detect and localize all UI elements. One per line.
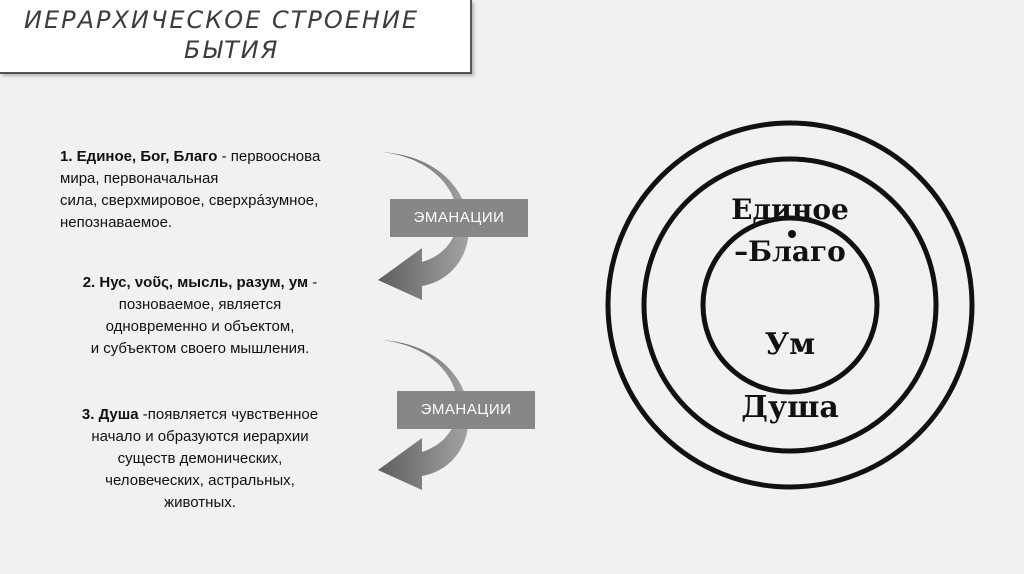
emanation-badge-1: ЭМАНАЦИИ bbox=[390, 199, 528, 237]
item-3-heading: 3. Душа bbox=[81, 406, 139, 423]
item-1-heading: 1. Единое, Бог, Благо bbox=[60, 148, 218, 165]
item-3-line-1: начало и образуются иерархии bbox=[91, 428, 309, 445]
page-title-line-1: ИЕРАРХИЧЕСКОЕ СТРОЕНИЕ bbox=[24, 6, 420, 34]
item-2-text: 2. Нус, νοῦς, мысль, разум, ум - познова… bbox=[50, 272, 350, 360]
diagram-label-middle: Ум bbox=[764, 327, 816, 362]
concentric-circles-icon bbox=[605, 120, 975, 490]
concentric-diagram: Единое –Благо Ум Душа bbox=[600, 60, 1020, 560]
diagram-label-inner-2: –Благо bbox=[734, 235, 846, 268]
item-1-line-1: мира, первоначальная bbox=[60, 170, 219, 187]
item-2-line-1: позноваемое, является bbox=[118, 296, 282, 313]
item-1-dash: - первооснова bbox=[217, 148, 321, 165]
title-box: ИЕРАРХИЧЕСКОЕ СТРОЕНИЕ БЫТИЯ bbox=[0, 0, 472, 74]
item-1-text: 1. Единое, Бог, Благо - первооснова мира… bbox=[60, 146, 320, 234]
item-2-dash: - bbox=[308, 274, 318, 291]
item-3-dash: -появляется чувственное bbox=[138, 406, 319, 423]
item-3-line-2: существ демонических, bbox=[117, 450, 283, 467]
item-1-line-3: непознаваемое. bbox=[60, 214, 173, 231]
curved-arrow-icon bbox=[378, 152, 469, 300]
emanation-badge-2: ЭМАНАЦИИ bbox=[397, 391, 535, 429]
item-1-line-2: сила, сверхмировое, сверхрáзумное, bbox=[60, 192, 319, 209]
diagram-label-outer: Душа bbox=[741, 390, 839, 425]
item-2-heading: 2. Нус, νοῦς, мысль, разум, ум bbox=[82, 274, 309, 291]
item-3-line-3: человеческих, астральных, bbox=[105, 472, 295, 489]
page-title-line-2: БЫТИЯ bbox=[184, 36, 280, 64]
diagram-label-inner-1: Единое bbox=[731, 193, 849, 226]
item-3-line-4: животных. bbox=[164, 494, 236, 511]
item-2-line-2: одновременно и объектом, bbox=[105, 318, 295, 335]
item-3-text: 3. Душа -появляется чувственное начало и… bbox=[40, 404, 360, 514]
curved-arrow-icon bbox=[378, 340, 469, 490]
item-2-line-3: и субъектом своего мышления. bbox=[90, 340, 310, 357]
